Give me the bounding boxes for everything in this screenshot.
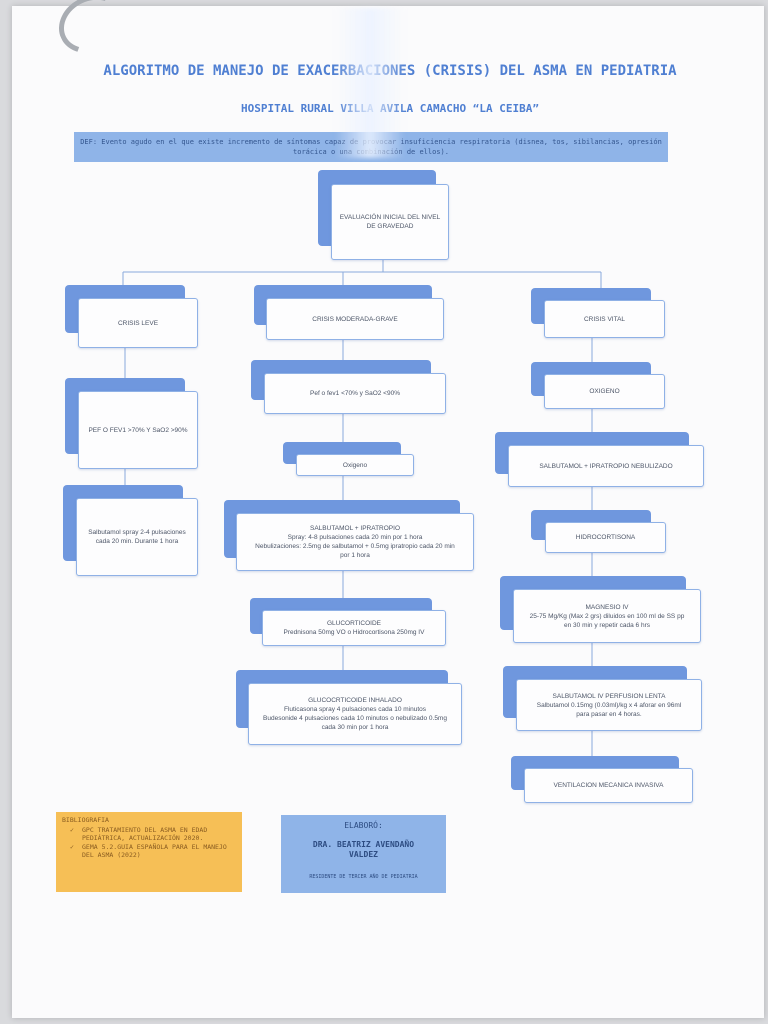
node-moderada-inhalado-title: GLUCOCRTICOIDE INHALADO <box>308 697 402 704</box>
node-crisis-leve-text: CRISIS LEVE <box>117 319 159 327</box>
node-crisis-moderada-text: CRISIS MODERADA-GRAVE <box>312 315 398 323</box>
author-name-line2: VALDEZ <box>349 850 378 859</box>
node-vital-hidrocortisona-text: HIDROCORTISONA <box>575 534 636 541</box>
author-heading: ELABORÓ: <box>344 821 383 830</box>
node-leve-treatment-line2: cada 20 min. Durante 1 hora <box>95 538 179 545</box>
node-moderada-salbutamol-title: SALBUTAMOL + IPRATROPIO <box>310 525 400 532</box>
node-moderada-salbutamol-line3: por 1 hora <box>340 552 370 559</box>
node-crisis-vital-text: CRISIS VITAL <box>583 315 626 323</box>
bibliography-heading: BIBLIOGRAFIA <box>62 816 109 824</box>
node-moderada-salbutamol-line2: Nebulizaciones: 2.5mg de salbutamol + 0.… <box>255 543 455 550</box>
node-moderada-glucocorticoide-title: GLUCORTICOIDE <box>326 620 382 627</box>
bibliography-item: GEMA 5.2.GUIA ESPAÑOLA PARA EL MANEJO DE… <box>70 843 236 859</box>
author-role: RESIDENTE DE TERCER AÑO DE PEDIATRIA <box>309 874 418 880</box>
node-moderada-salbutamol-line1: Spray: 4-8 pulsaciones cada 20 min por 1… <box>287 534 423 541</box>
node-moderada-inhalado-line3: cada 30 min por 1 hora <box>321 724 389 731</box>
bibliography-box: BIBLIOGRAFIA GPC TRATAMIENTO DEL ASMA EN… <box>56 812 242 892</box>
node-leve-treatment-line1: Salbutamol spray 2-4 pulsaciones <box>88 529 186 536</box>
node-vital-perfusion-line1: Salbutamol 0.15mg (0.03ml)/kg x 4 aforar… <box>536 701 682 709</box>
node-vital-magnesio-line2: en 30 min y repetir cada 6 hrs <box>564 621 650 629</box>
node-leve-pef-text: PEF O FEV1 >70% Y SaO2 >90% <box>88 426 188 434</box>
node-vital-magnesio-title: MAGNESIO IV <box>585 603 629 611</box>
node-moderada-pef-text: Pef o fev1 <70% y SaO2 <90% <box>310 390 400 397</box>
node-vital-oxigeno-text: OXIGENO <box>589 388 620 395</box>
author-name-line1: DRA. BEATRIZ AVENDAÑO <box>312 840 415 849</box>
node-initial-evaluation-text: EVALUACIÓN INICIAL DEL NIVEL DE GRAVEDAD <box>339 214 441 230</box>
node-vital-perfusion-title: SALBUTAMOL IV PERFUSION LENTA <box>552 692 666 700</box>
node-vital-salbutamol-text: SALBUTAMOL + IPRATROPIO NEBULIZADO <box>539 462 673 470</box>
node-moderada-inhalado-line1: Fluticasona spray 4 pulsaciones cada 10 … <box>284 706 426 713</box>
bibliography-item: GPC TRATAMIENTO DEL ASMA EN EDAD PEDIÁTR… <box>70 826 236 842</box>
node-moderada-oxigeno-text: Oxigeno <box>342 461 368 469</box>
author-box: ELABORÓ: DRA. BEATRIZ AVENDAÑO VALDEZ RE… <box>281 815 446 893</box>
node-vital-perfusion-line2: para pasar en 4 horas. <box>576 710 642 718</box>
node-moderada-inhalado-line2: Budesonide 4 pulsaciones cada 10 minutos… <box>263 715 447 722</box>
node-vital-magnesio-line1: 25-75 Mg/Kg (Max 2 grs) diluidos en 100 … <box>529 612 685 620</box>
node-moderada-glucocorticoide-line1: Prednisona 50mg VO o Hidrocortisona 250m… <box>283 629 425 636</box>
node-vital-ventilacion-text: VENTILACION MECANICA INVASIVA <box>553 782 664 789</box>
